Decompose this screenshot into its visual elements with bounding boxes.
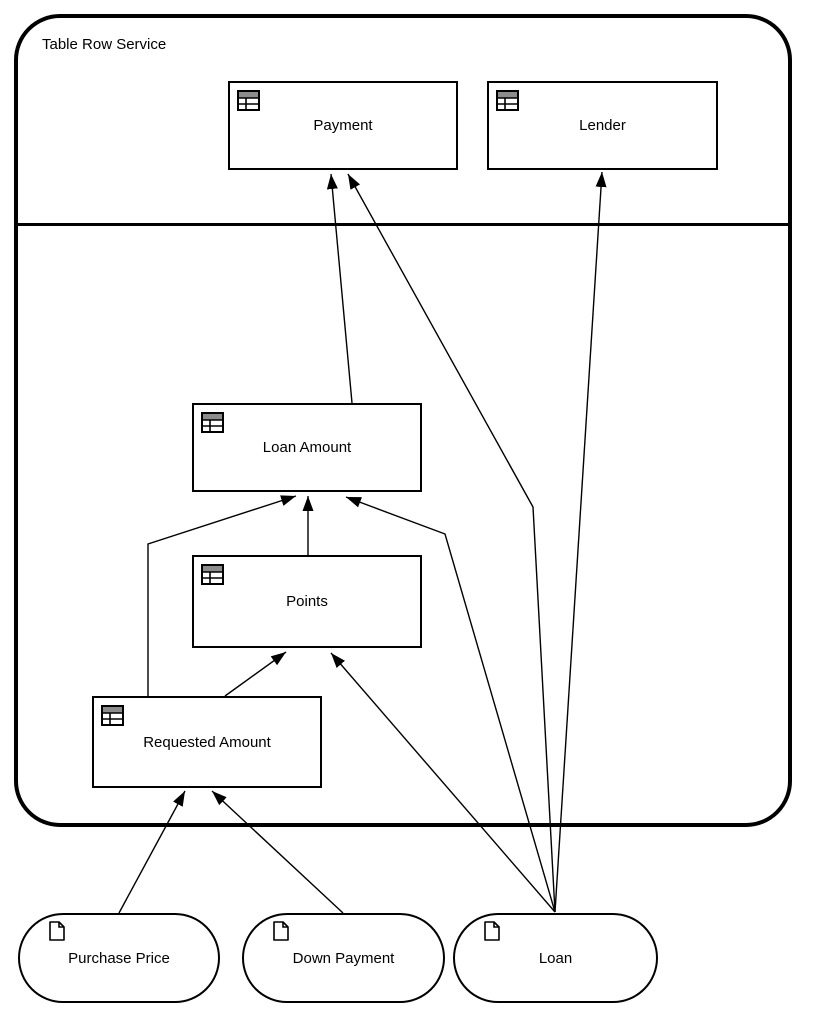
document-icon bbox=[484, 921, 500, 946]
table-icon bbox=[101, 705, 124, 731]
node-purchase-price-label: Purchase Price bbox=[68, 949, 170, 967]
table-icon bbox=[496, 90, 519, 116]
node-payment-label: Payment bbox=[313, 117, 373, 134]
edge-loan-to-lender[interactable] bbox=[554, 171, 607, 913]
service-container[interactable] bbox=[14, 14, 792, 827]
node-loan-label: Loan bbox=[538, 949, 573, 967]
node-points-label: Points bbox=[286, 593, 328, 610]
node-requested-amount[interactable]: Requested Amount bbox=[92, 696, 322, 788]
node-lender[interactable]: Lender bbox=[487, 81, 718, 170]
table-icon bbox=[201, 564, 224, 590]
edge-loan-to-points[interactable] bbox=[330, 652, 556, 913]
edge-requested-amount-to-loan-amount[interactable] bbox=[147, 495, 297, 696]
edge-loan-to-loan-amount[interactable] bbox=[345, 496, 556, 913]
node-loan-amount[interactable]: Loan Amount bbox=[192, 403, 422, 492]
node-down-payment[interactable]: Down Payment bbox=[242, 913, 445, 1003]
document-icon bbox=[273, 921, 289, 946]
node-loan[interactable]: Loan bbox=[453, 913, 658, 1003]
table-icon bbox=[237, 90, 260, 116]
service-container-title: Table Row Service bbox=[42, 36, 167, 53]
container-compartment-divider bbox=[16, 223, 790, 226]
node-purchase-price[interactable]: Purchase Price bbox=[18, 913, 220, 1003]
node-points[interactable]: Points bbox=[192, 555, 422, 648]
edge-down-payment-to-requested-amount[interactable] bbox=[211, 790, 344, 914]
edge-loan-amount-to-payment[interactable] bbox=[326, 173, 353, 404]
edge-loan-to-payment[interactable] bbox=[347, 173, 556, 913]
edge-requested-amount-to-points[interactable] bbox=[224, 651, 287, 697]
table-icon bbox=[201, 412, 224, 438]
node-lender-label: Lender bbox=[579, 117, 626, 134]
node-requested-amount-label: Requested Amount bbox=[143, 733, 271, 751]
node-payment[interactable]: Payment bbox=[228, 81, 458, 170]
document-icon bbox=[49, 921, 65, 946]
node-down-payment-label: Down Payment bbox=[292, 949, 395, 967]
node-loan-amount-label: Loan Amount bbox=[262, 439, 352, 456]
edge-purchase-price-to-requested-amount[interactable] bbox=[118, 790, 186, 914]
